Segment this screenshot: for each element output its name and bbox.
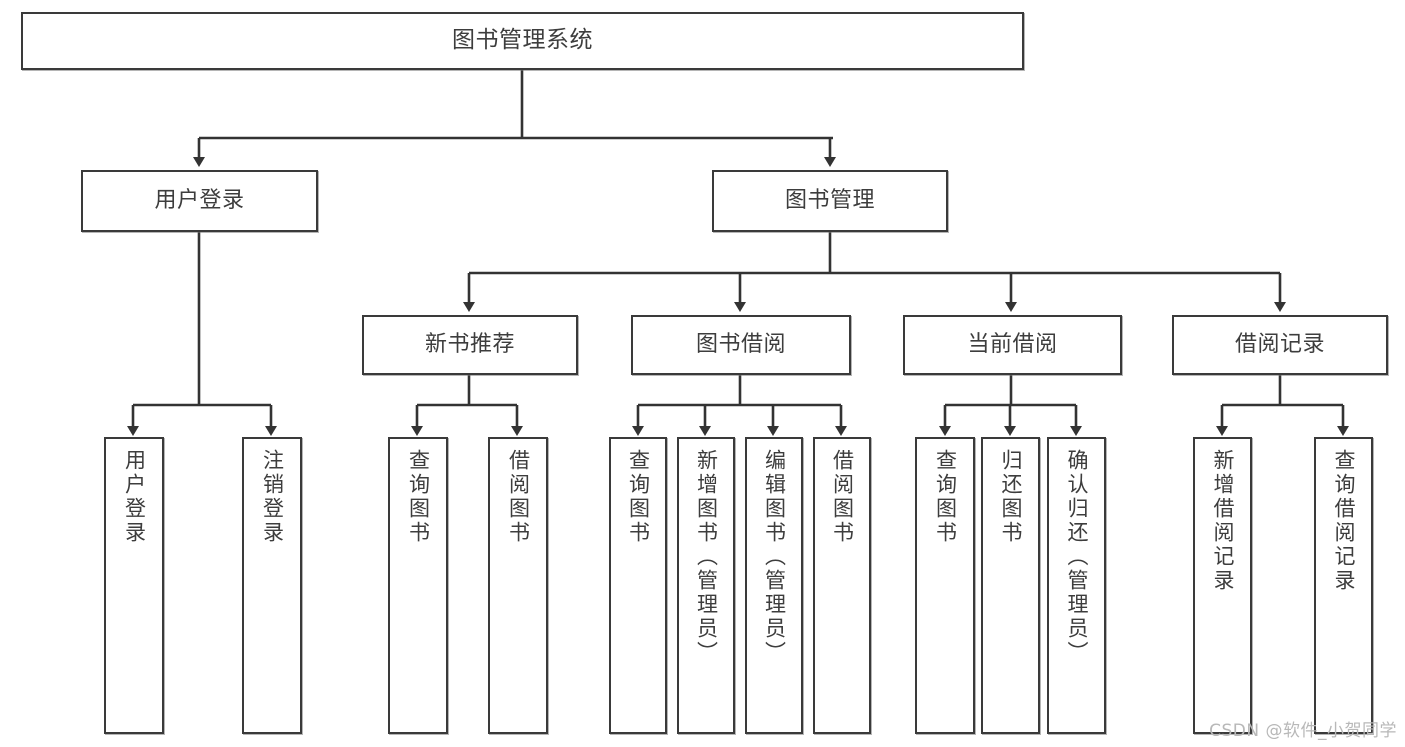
- node-current-borrow[interactable]: 当前借阅: [903, 315, 1122, 375]
- node-label: 确认归还（管理员）: [1065, 449, 1089, 665]
- node-book-management[interactable]: 图书管理: [712, 170, 948, 232]
- node-label: 查询借阅记录: [1332, 449, 1356, 593]
- node-label: 归还图书: [999, 449, 1023, 545]
- node-borrow-record[interactable]: 借阅记录: [1172, 315, 1388, 375]
- leaf-borrow-record-query-record[interactable]: 查询借阅记录: [1314, 437, 1373, 734]
- node-label: 新增借阅记录: [1211, 449, 1235, 593]
- leaf-borrow-record-add-record[interactable]: 新增借阅记录: [1193, 437, 1252, 734]
- node-label: 新增图书（管理员）: [694, 449, 719, 665]
- node-new-book-recommend[interactable]: 新书推荐: [362, 315, 578, 375]
- node-label: 新书推荐: [424, 332, 515, 358]
- leaf-current-borrow-confirm-return-admin[interactable]: 确认归还（管理员）: [1047, 437, 1106, 734]
- leaf-new-book-query-book[interactable]: 查询图书: [388, 437, 448, 734]
- csdn-watermark: CSDN @软件_小贺同学: [1209, 721, 1397, 741]
- node-book-management-system[interactable]: 图书管理系统: [21, 12, 1024, 70]
- node-label: 用户登录: [122, 449, 147, 545]
- node-label: 用户登录: [154, 188, 245, 214]
- leaf-user-login-login[interactable]: 用户登录: [104, 437, 164, 734]
- node-label: 查询图书: [626, 449, 651, 545]
- node-label: 图书管理: [784, 188, 875, 214]
- leaf-book-borrow-edit-book-admin[interactable]: 编辑图书（管理员）: [745, 437, 803, 734]
- node-label: 查询图书: [406, 449, 431, 545]
- node-user-login[interactable]: 用户登录: [81, 170, 318, 232]
- node-label: 当前借阅: [967, 332, 1058, 358]
- node-label: 图书借阅: [695, 332, 786, 358]
- node-label: 借阅记录: [1234, 332, 1325, 358]
- leaf-book-borrow-add-book-admin[interactable]: 新增图书（管理员）: [677, 437, 735, 734]
- leaf-user-login-logout[interactable]: 注销登录: [242, 437, 302, 734]
- node-label: 编辑图书（管理员）: [762, 449, 787, 665]
- node-book-borrow[interactable]: 图书借阅: [631, 315, 851, 375]
- node-label: 借阅图书: [830, 449, 855, 545]
- node-label: 注销登录: [260, 449, 285, 545]
- node-label: 查询图书: [933, 449, 958, 545]
- leaf-book-borrow-query-book[interactable]: 查询图书: [609, 437, 667, 734]
- leaf-book-borrow-borrow-book[interactable]: 借阅图书: [813, 437, 871, 734]
- leaf-new-book-borrow-book[interactable]: 借阅图书: [488, 437, 548, 734]
- leaf-current-borrow-query-book[interactable]: 查询图书: [915, 437, 975, 734]
- leaf-current-borrow-return-book[interactable]: 归还图书: [981, 437, 1040, 734]
- node-label: 图书管理系统: [452, 27, 593, 54]
- node-label: 借阅图书: [506, 449, 531, 545]
